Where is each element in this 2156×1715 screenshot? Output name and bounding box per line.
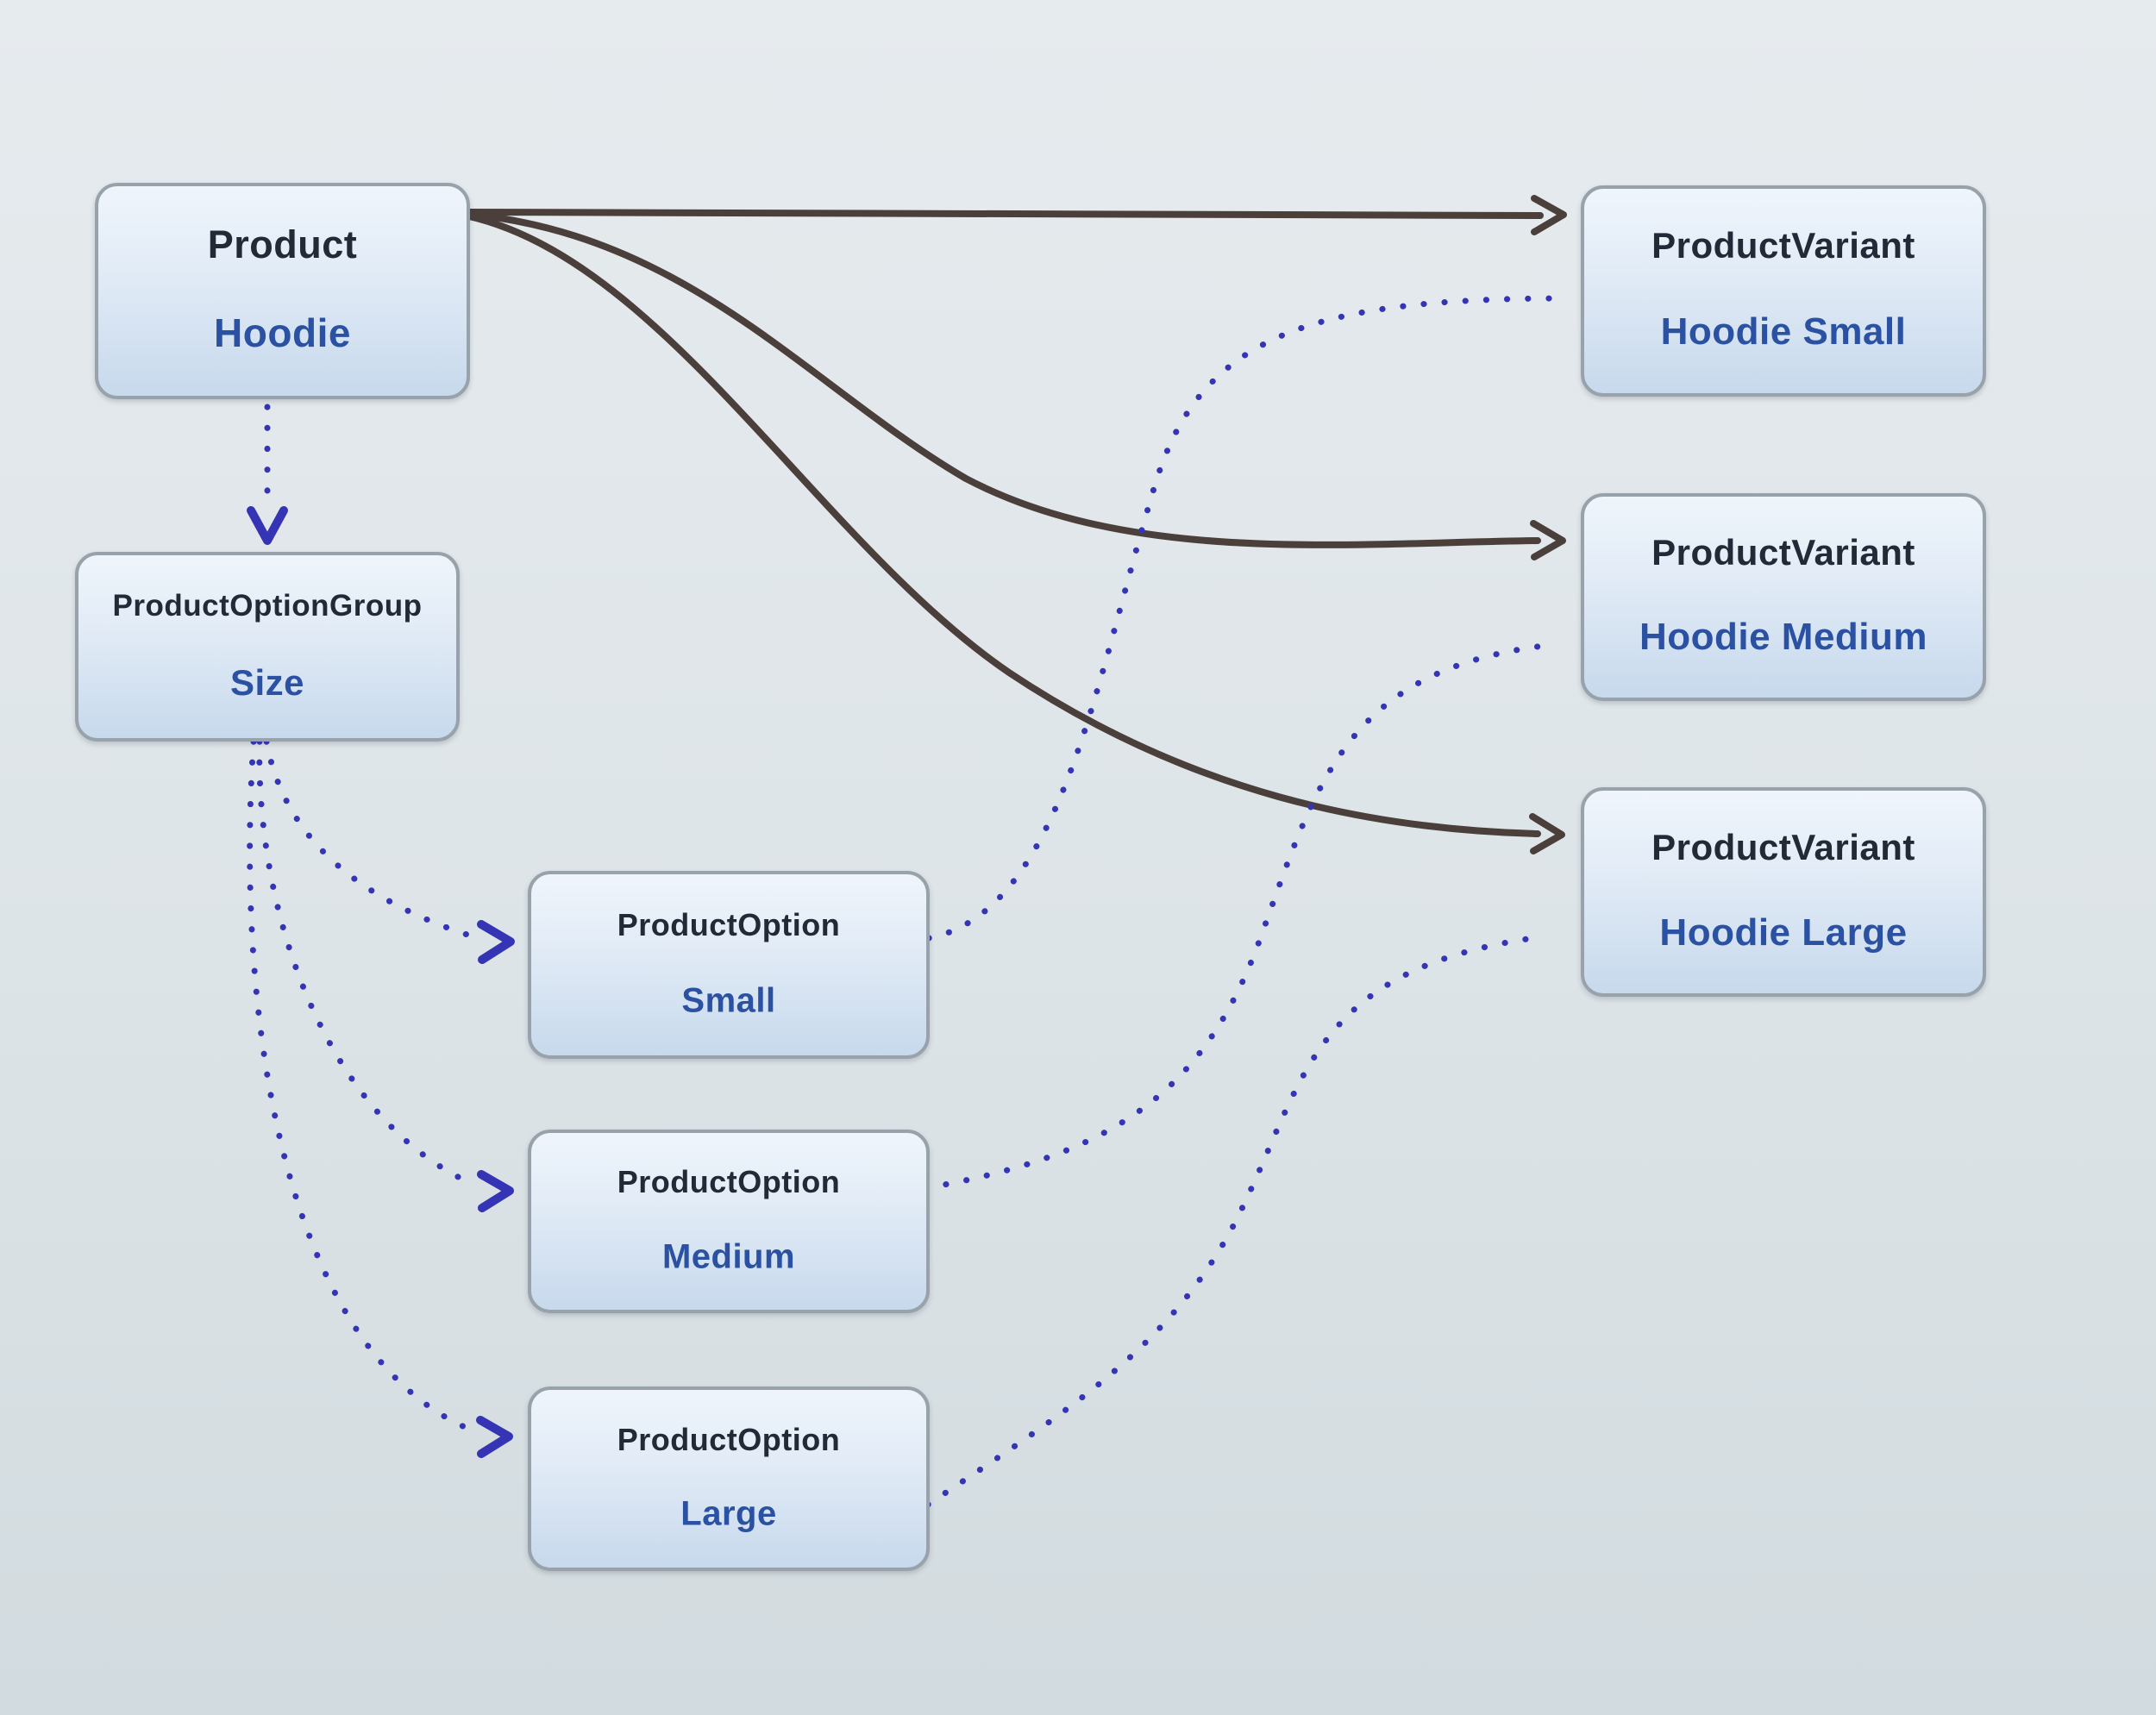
dotted-option-medium-to-variant-medium	[922, 642, 1554, 1192]
node-value-label: Medium	[661, 1237, 796, 1275]
node-product: Product Hoodie	[95, 183, 470, 399]
node-value-label: Hoodie Large	[1659, 911, 1908, 954]
node-type-label: ProductOption	[617, 1164, 841, 1200]
arrowhead-icon	[1530, 520, 1566, 560]
node-value-label: Large	[680, 1494, 777, 1533]
node-product-option-large: ProductOption Large	[528, 1386, 930, 1571]
dotted-option-large-to-variant-large	[924, 933, 1549, 1508]
arrow-product-to-variant-medium	[462, 210, 1541, 548]
arrowhead-icon	[1529, 813, 1565, 854]
arrowhead-icon	[1531, 195, 1567, 235]
node-value-label: Hoodie Medium	[1639, 616, 1928, 659]
node-type-label: ProductOption	[617, 1421, 841, 1457]
arrowhead-down-icon	[247, 506, 288, 545]
node-product-variant-small: ProductVariant Hoodie Small	[1581, 185, 1986, 397]
dotted-group-to-option-medium	[256, 738, 478, 1188]
dotted-option-small-to-variant-small	[925, 295, 1563, 942]
node-product-option-medium: ProductOption Medium	[528, 1130, 930, 1313]
node-type-label: ProductVariant	[1651, 826, 1915, 867]
arrow-product-to-variant-small	[462, 209, 1544, 219]
node-type-label: ProductOptionGroup	[112, 589, 423, 623]
arrowhead-icon	[477, 1170, 514, 1212]
arrowhead-icon	[477, 920, 515, 964]
node-value-label: Hoodie Small	[1660, 310, 1907, 353]
node-type-label: Product	[207, 222, 358, 267]
node-product-option-group: ProductOptionGroup Size	[75, 552, 460, 742]
node-value-label: Size	[229, 662, 305, 704]
node-value-label: Small	[681, 981, 776, 1020]
dotted-group-to-option-large	[247, 738, 476, 1434]
arrowhead-icon	[476, 1416, 513, 1458]
node-product-variant-large: ProductVariant Hoodie Large	[1581, 787, 1986, 997]
node-product-option-small: ProductOption Small	[528, 871, 930, 1059]
dotted-group-to-option-small	[263, 738, 476, 940]
node-type-label: ProductOption	[617, 906, 841, 942]
arrow-product-to-variant-large	[462, 212, 1541, 837]
node-value-label: Hoodie	[214, 310, 351, 356]
node-product-variant-medium: ProductVariant Hoodie Medium	[1581, 493, 1986, 701]
node-type-label: ProductVariant	[1651, 532, 1915, 573]
node-type-label: ProductVariant	[1651, 225, 1915, 266]
